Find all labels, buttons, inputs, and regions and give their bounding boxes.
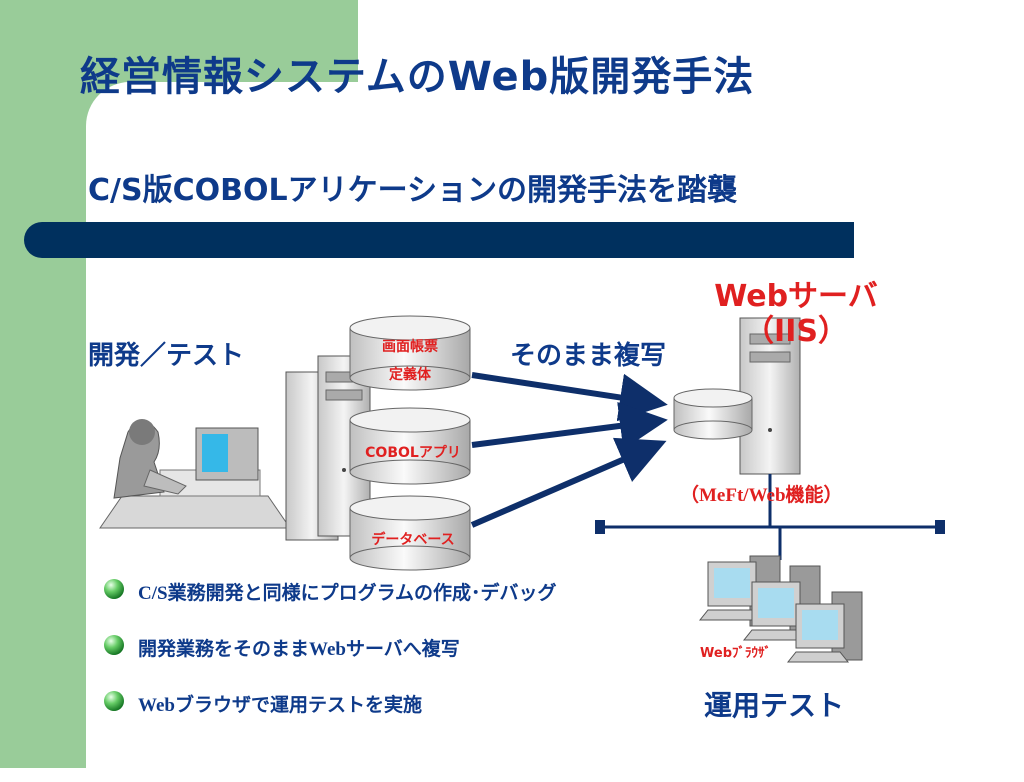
green-bullet-icon xyxy=(104,579,124,599)
green-bullet-icon xyxy=(104,635,124,655)
divider-bar xyxy=(24,222,854,258)
bullet-list: C/S業務開発と同様にプログラムの作成･デバッグ 開発業務をそのままWebサーバ… xyxy=(100,578,557,746)
bullet-text: Webブラウザで運用テストを実施 xyxy=(138,695,422,716)
slide-title: 経営情報システムのWeb版開発手法 xyxy=(80,54,755,100)
bullet-item: C/S業務開発と同様にプログラムの作成･デバッグ xyxy=(100,578,557,604)
bullet-text: C/S業務開発と同様にプログラムの作成･デバッグ xyxy=(138,583,557,604)
cylinder-label-database: データベース xyxy=(371,532,455,548)
operation-test-label: 運用テスト xyxy=(704,689,845,722)
copy-label: そのまま複写 xyxy=(510,341,667,371)
browser-label: Webﾌﾞﾗｳｻﾞ xyxy=(700,646,771,661)
developer-workstation-icon xyxy=(99,419,291,529)
sidebar-green-band xyxy=(0,0,86,768)
client-pcs-icon xyxy=(698,555,863,663)
cylinder-label-screen-line1: 画面帳票 xyxy=(382,339,438,355)
bullet-item: 開発業務をそのままWebサーバへ複写 xyxy=(100,634,557,660)
cylinder-label-cobol: COBOLアプリ xyxy=(365,445,461,461)
cylinder-database-icon xyxy=(349,495,471,571)
web-server-label: Webサーバ（IIS） xyxy=(714,279,878,349)
cylinder-label-screen-line2: 定義体 xyxy=(389,367,431,383)
network-line-icon xyxy=(595,474,945,560)
server-function-label: （MeFt/Web機能） xyxy=(680,485,843,506)
bullet-text: 開発業務をそのままWebサーバへ複写 xyxy=(138,639,460,660)
bullet-item: Webブラウザで運用テストを実施 xyxy=(100,690,557,716)
dev-test-label: 開発／テスト xyxy=(88,341,245,371)
web-server-disk-icon xyxy=(673,388,753,440)
cylinder-label-screen: 画面帳票 定義体 xyxy=(352,333,468,389)
green-bullet-icon xyxy=(104,691,124,711)
slide-subtitle: C/S版COBOLアリケーションの開発手法を踏襲 xyxy=(88,173,737,208)
cylinder-cobol-app-icon xyxy=(349,407,471,485)
copy-arrows xyxy=(470,372,668,528)
cylinder-screen-definition-icon xyxy=(349,315,471,391)
